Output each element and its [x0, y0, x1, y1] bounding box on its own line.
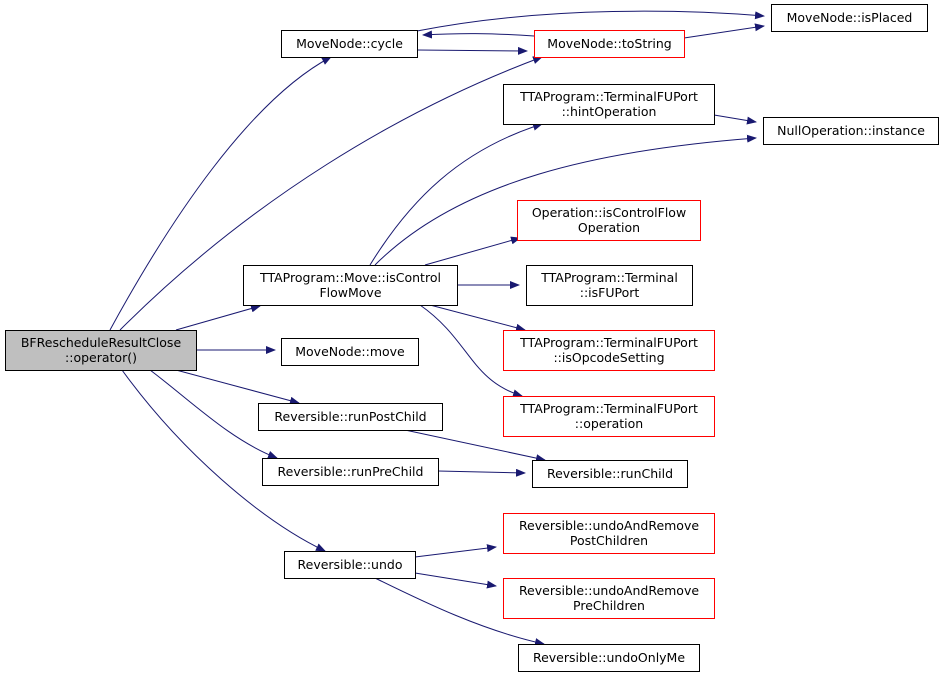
node-box [258, 403, 443, 431]
edge-root-to-isControlFlowMove [175, 304, 261, 331]
node-label-line: Reversible::undoOnlyMe [533, 650, 685, 665]
node-box [284, 551, 416, 579]
edge-root-to-undo [121, 369, 326, 552]
edge-root-to-runPostChild [175, 369, 300, 405]
node-label-line: TTAProgram::TerminalFUPort [519, 401, 698, 416]
edge-runPreChild-to-runChild [437, 468, 526, 477]
node-box [503, 330, 715, 371]
node-label-line: ::isOpcodeSetting [553, 350, 664, 365]
node-box [281, 338, 419, 366]
node-box [771, 4, 928, 32]
node-label-line: Reversible::undoAndRemove [519, 518, 699, 533]
node-label-line: FlowMove [319, 285, 381, 300]
edge-isControlFlowMove-to-operation [419, 304, 523, 398]
node-label-line: TTAProgram::Move::isControl [259, 270, 441, 285]
node-box [532, 460, 688, 488]
node-label-line: MoveNode::isPlaced [787, 10, 913, 25]
node-label-line: Reversible::runPreChild [278, 464, 424, 479]
edge-toString-to-cycle [422, 30, 535, 39]
node-box [262, 458, 439, 486]
node-isOpcodeSetting[interactable]: TTAProgram::TerminalFUPort::isOpcodeSett… [503, 330, 715, 371]
edge-root-to-cycle [109, 56, 332, 331]
edge-root-to-runPreChild [149, 369, 278, 459]
edge-hintOperation-to-nullInstance [713, 114, 757, 125]
node-box [518, 644, 700, 672]
node-label-line: TTAProgram::TerminalFUPort [519, 335, 698, 350]
node-box [517, 200, 701, 241]
edge-undo-to-undoPre [414, 572, 497, 589]
node-isPlaced[interactable]: MoveNode::isPlaced [771, 4, 928, 32]
node-label-line: ::hintOperation [562, 104, 657, 119]
node-box [5, 330, 197, 371]
node-label-line: PreChildren [573, 598, 645, 613]
edge-undo-to-undoOnlyMe [374, 577, 545, 646]
node-hintOperation[interactable]: TTAProgram::TerminalFUPort::hintOperatio… [503, 84, 715, 125]
node-label-line: TTAProgram::TerminalFUPort [519, 89, 698, 104]
edge-runPostChild-to-runChild [404, 429, 546, 463]
node-label-line: Operation::isControlFlow [532, 205, 686, 220]
node-box [526, 265, 693, 306]
edges-layer [109, 10, 765, 646]
node-label-line: Reversible::runPostChild [274, 409, 426, 424]
node-cycle[interactable]: MoveNode::cycle [281, 30, 418, 58]
node-undo[interactable]: Reversible::undo [284, 551, 416, 579]
node-runPostChild[interactable]: Reversible::runPostChild [258, 403, 443, 431]
node-label-line: Operation [578, 220, 640, 235]
node-move[interactable]: MoveNode::move [281, 338, 419, 366]
edge-toString-to-isPlaced [683, 23, 765, 39]
node-root[interactable]: BFRescheduleResultClose::operator() [5, 330, 197, 371]
edge-isControlFlowMove-to-isOpcodeSetting [429, 304, 526, 332]
node-runChild[interactable]: Reversible::runChild [532, 460, 688, 488]
node-label-line: Reversible::undoAndRemove [519, 583, 699, 598]
node-label-line: Reversible::runChild [547, 466, 673, 481]
edge-cycle-to-toString [416, 46, 528, 55]
node-box [534, 30, 685, 58]
edge-root-to-toString [119, 56, 543, 331]
node-label-line: BFRescheduleResultClose [21, 335, 182, 350]
edge-isControlFlowMove-to-isControlFlowOperation [424, 236, 521, 266]
node-label-line: NullOperation::instance [777, 123, 925, 138]
node-isFUPort[interactable]: TTAProgram::Terminal::isFUPort [526, 265, 693, 306]
node-label-line: MoveNode::move [295, 344, 405, 359]
node-label-line: MoveNode::toString [547, 36, 671, 51]
node-label-line: ::isFUPort [580, 285, 640, 300]
node-box [503, 396, 715, 437]
node-label-line: PostChildren [570, 533, 648, 548]
edge-cycle-to-isPlaced [416, 10, 765, 32]
edge-isControlFlowMove-to-nullInstance [374, 134, 757, 266]
node-toString[interactable]: MoveNode::toString [534, 30, 685, 58]
node-box [503, 513, 715, 554]
node-runPreChild[interactable]: Reversible::runPreChild [262, 458, 439, 486]
edge-isControlFlowMove-to-hintOperation [369, 122, 543, 266]
node-box [281, 30, 418, 58]
node-label-line: TTAProgram::Terminal [540, 270, 678, 285]
node-label-line: Reversible::undo [298, 557, 403, 572]
edge-undo-to-undoPost [414, 544, 497, 558]
node-box [763, 117, 939, 145]
node-label-line: ::operation [575, 416, 643, 431]
node-undoOnlyMe[interactable]: Reversible::undoOnlyMe [518, 644, 700, 672]
node-label-line: MoveNode::cycle [296, 36, 403, 51]
node-box [243, 265, 458, 306]
node-label-line: ::operator() [65, 350, 137, 365]
node-operation[interactable]: TTAProgram::TerminalFUPort::operation [503, 396, 715, 437]
node-nullInstance[interactable]: NullOperation::instance [763, 117, 939, 145]
node-box [503, 578, 715, 619]
nodes-layer: BFRescheduleResultClose::operator() MoveN… [5, 4, 939, 672]
node-box [503, 84, 715, 125]
